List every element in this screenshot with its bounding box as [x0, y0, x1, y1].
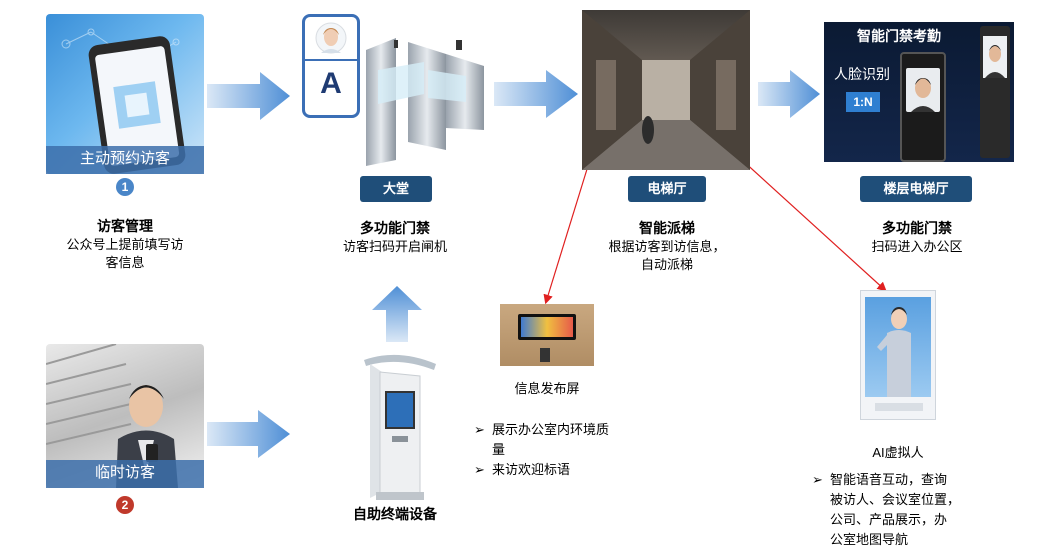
- step1-caption: 主动预约访客: [46, 146, 204, 174]
- floor-hall-label: 楼层电梯厅: [860, 176, 972, 202]
- elevator-hall-title: 智能派梯: [639, 220, 695, 236]
- face-portrait-icon: [911, 78, 935, 112]
- flow-arrow-up: [372, 286, 422, 342]
- step2-caption: 临时访客: [46, 460, 204, 488]
- bullet-arrow-icon: ➢: [474, 422, 485, 437]
- lobby-desc: 访客扫码开启闸机: [342, 239, 447, 254]
- kiosk-illustration: [364, 354, 436, 500]
- info-screen-photo: [500, 304, 594, 366]
- ai-virtual-human-display: [860, 290, 936, 420]
- info-bullet: ➢展示办公室内环境质: [474, 420, 664, 440]
- flow-arrow-1: [207, 72, 290, 120]
- info-screen-bullets: ➢展示办公室内环境质 量 ➢来访欢迎标语: [474, 420, 664, 480]
- side-portrait-icon: [985, 45, 1005, 78]
- lobby-gates-image: [296, 10, 496, 170]
- screen-title: 智能门禁考勤: [857, 28, 941, 44]
- screen-subtitle: 人脸识别: [834, 66, 890, 82]
- visitor-portrait-icon: [315, 22, 347, 54]
- info-bullet-cont: 量: [492, 442, 506, 457]
- phone-illustration: [61, 28, 186, 174]
- bullet-arrow-icon: ➢: [812, 472, 823, 487]
- info-bullet: ➢来访欢迎标语: [474, 460, 664, 480]
- face-terminal: [900, 52, 946, 162]
- visitor-badge: A: [302, 14, 360, 118]
- elevator-hall-label: 电梯厅: [628, 176, 706, 202]
- kiosk-image: [356, 352, 440, 500]
- ai-label: AI虚拟人: [872, 445, 924, 460]
- elevator-hall-photo: [582, 10, 750, 170]
- kiosk-label: 自助终端设备: [353, 506, 437, 522]
- ai-bullet-cont: 公司、产品展示，办: [830, 512, 948, 527]
- ai-screen: [865, 297, 931, 397]
- step2-number: 2: [116, 496, 134, 514]
- elevator-button-panel: [540, 348, 550, 362]
- flow-arrow-4: [207, 410, 290, 458]
- ai-bullet: ➢智能语音互动，查询: [812, 470, 1012, 490]
- ai-bullet-cont: 被访人、会议室位置，: [830, 492, 961, 507]
- floor-hall-title: 多功能门禁: [882, 220, 952, 236]
- elevator-hall-desc-line: 自动派梯: [640, 257, 693, 272]
- side-terminal: [980, 26, 1010, 158]
- elevator-corridor-illustration: [582, 10, 750, 170]
- step1-desc-line: 客信息: [105, 255, 145, 270]
- step1-desc: 公众号上提前填写访 客信息: [40, 236, 210, 272]
- info-screen-content: [521, 317, 573, 337]
- badge-divider: [305, 59, 357, 61]
- floor-hall-desc: 扫码进入办公区: [871, 239, 963, 254]
- elevator-hall-desc: 根据访客到访信息， 自动派梯: [572, 238, 762, 274]
- ai-bullet-cont: 公室地图导航: [830, 532, 909, 547]
- info-screen-label: 信息发布屏: [514, 381, 580, 396]
- lobby-label: 大堂: [360, 176, 432, 202]
- lobby-title: 多功能门禁: [360, 220, 430, 236]
- side-terminal-screen: [983, 36, 1007, 78]
- elevator-hall-desc-line: 根据访客到访信息，: [608, 239, 726, 254]
- step1-number: 1: [116, 178, 134, 196]
- step1-desc-line: 公众号上提前填写访: [66, 237, 184, 252]
- flow-arrow-2: [494, 70, 578, 118]
- info-screen-monitor: [518, 314, 576, 340]
- bullet-arrow-icon: ➢: [474, 462, 485, 477]
- screen-badge: 1:N: [846, 92, 880, 112]
- badge-letter: A: [320, 67, 342, 100]
- ai-base-logo: [875, 403, 923, 411]
- ai-avatar-illustration: [877, 307, 911, 397]
- turnstile-illustration: [366, 38, 484, 166]
- face-terminal-screen: [906, 68, 940, 112]
- face-recognition-screen: 智能门禁考勤 人脸识别 1:N: [824, 22, 1014, 162]
- step1-title: 访客管理: [97, 218, 153, 234]
- flow-arrow-3: [758, 70, 820, 118]
- ai-bullets: ➢智能语音互动，查询 被访人、会议室位置， 公司、产品展示，办 公室地图导航: [812, 470, 1012, 550]
